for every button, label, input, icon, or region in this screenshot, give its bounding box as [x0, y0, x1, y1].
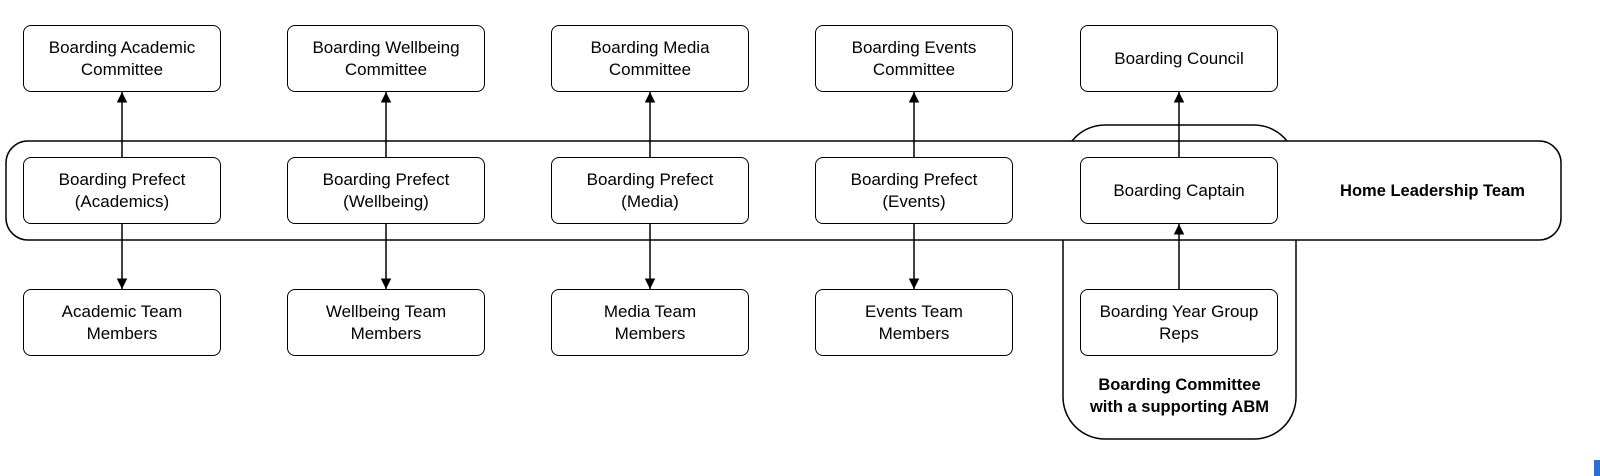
connector-layer — [116, 92, 1185, 289]
node-boarding-prefect-events: Boarding Prefect (Events) — [815, 157, 1013, 224]
node-media-team-members: Media Team Members — [551, 289, 749, 356]
node-boarding-media-committee: Boarding Media Committee — [551, 25, 749, 92]
node-boarding-prefect-wellbeing: Boarding Prefect (Wellbeing) — [287, 157, 485, 224]
corner-mark — [1594, 460, 1600, 476]
node-events-team-members: Events Team Members — [815, 289, 1013, 356]
node-boarding-academic-committee: Boarding Academic Committee — [23, 25, 221, 92]
boarding-committee-label: Boarding Committee with a supporting ABM — [1089, 376, 1270, 416]
node-boarding-prefect-media: Boarding Prefect (Media) — [551, 157, 749, 224]
node-boarding-prefect-academics: Boarding Prefect (Academics) — [23, 157, 221, 224]
node-boarding-captain: Boarding Captain — [1080, 157, 1278, 224]
node-boarding-year-group-reps: Boarding Year Group Reps — [1080, 289, 1278, 356]
node-boarding-wellbeing-committee: Boarding Wellbeing Committee — [287, 25, 485, 92]
node-wellbeing-team-members: Wellbeing Team Members — [287, 289, 485, 356]
node-boarding-events-committee: Boarding Events Committee — [815, 25, 1013, 92]
node-boarding-council: Boarding Council — [1080, 25, 1278, 92]
home-leadership-team-label: Home Leadership Team — [1340, 182, 1525, 200]
node-academic-team-members: Academic Team Members — [23, 289, 221, 356]
